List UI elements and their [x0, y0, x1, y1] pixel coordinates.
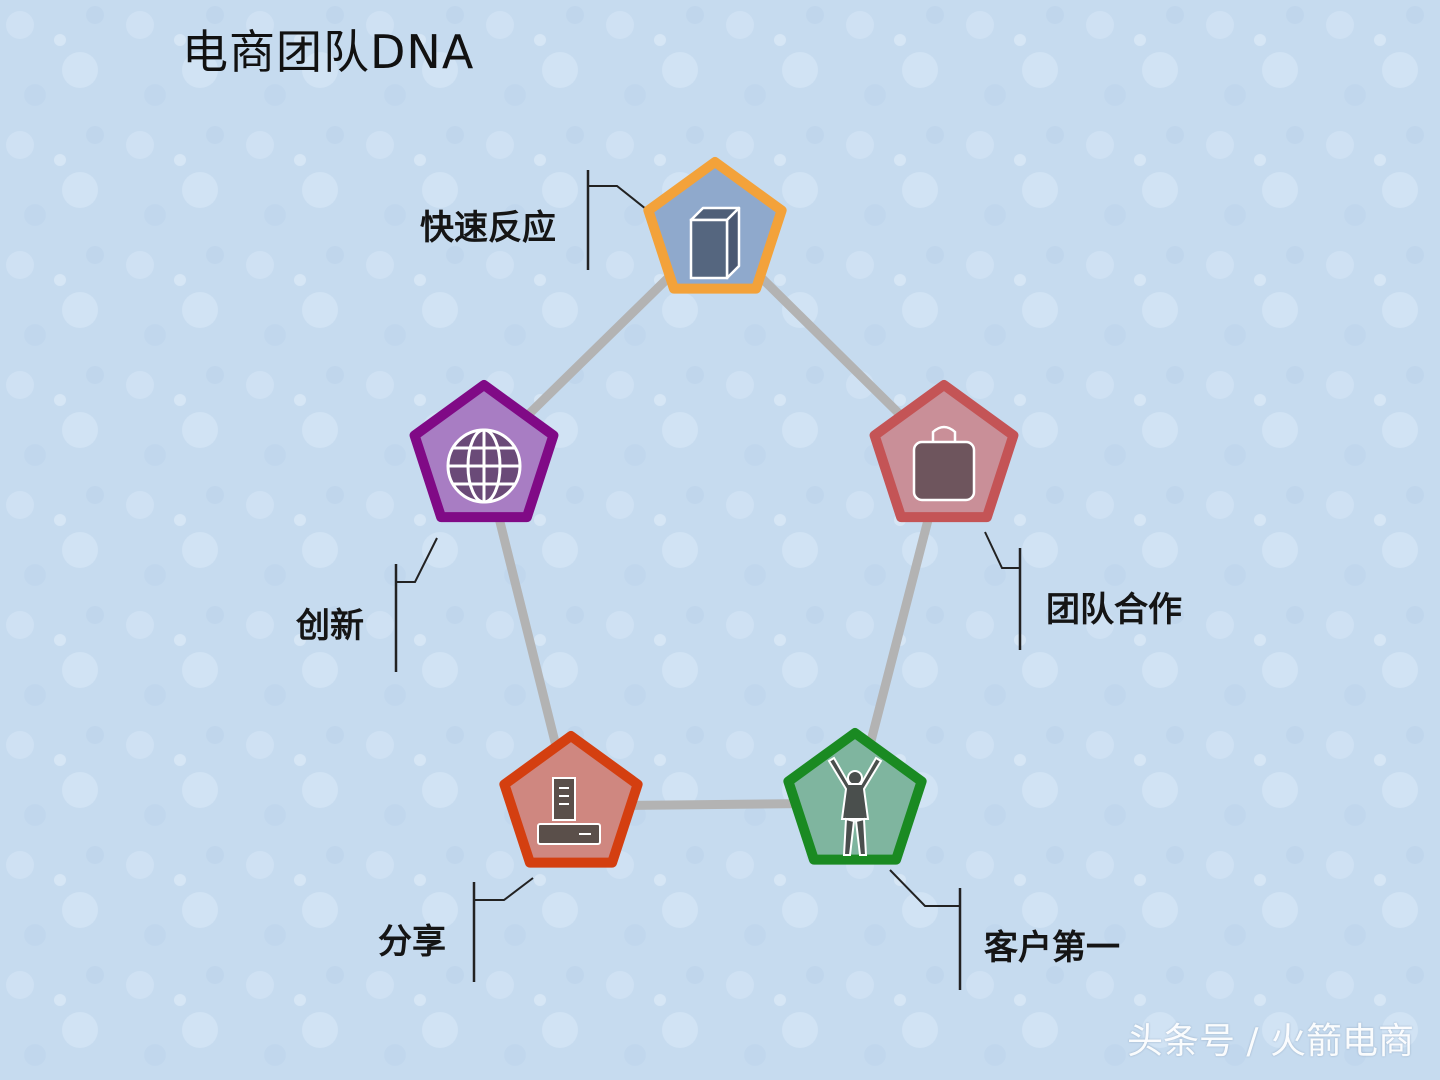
bag-icon — [912, 425, 976, 502]
person-icon — [827, 756, 883, 856]
label-sharing: 分享 — [378, 922, 446, 962]
label-innovation: 创新 — [296, 606, 364, 646]
node-teamwork — [869, 380, 1019, 523]
callout-customer-first — [889, 869, 962, 990]
node-sharing — [499, 731, 643, 868]
box-icon — [689, 206, 741, 280]
globe-icon — [446, 428, 522, 504]
callout-quick-response — [586, 170, 652, 270]
node-customer-first — [783, 728, 927, 865]
callout-innovation — [394, 537, 438, 672]
callout-sharing — [472, 877, 534, 982]
label-teamwork: 团队合作 — [1046, 590, 1182, 630]
connector-lines — [479, 227, 949, 811]
watermark: 头条号 / 火箭电商 — [1126, 1021, 1414, 1062]
node-innovation — [409, 380, 559, 523]
label-quick-response: 快速反应 — [420, 208, 556, 248]
node-quick-response — [643, 157, 787, 294]
callout-teamwork — [984, 531, 1022, 650]
page-title: 电商团队DNA — [182, 25, 475, 79]
computer-icon — [537, 777, 601, 845]
callout-brackets — [394, 170, 1022, 990]
label-customer-first: 客户第一 — [984, 928, 1120, 968]
